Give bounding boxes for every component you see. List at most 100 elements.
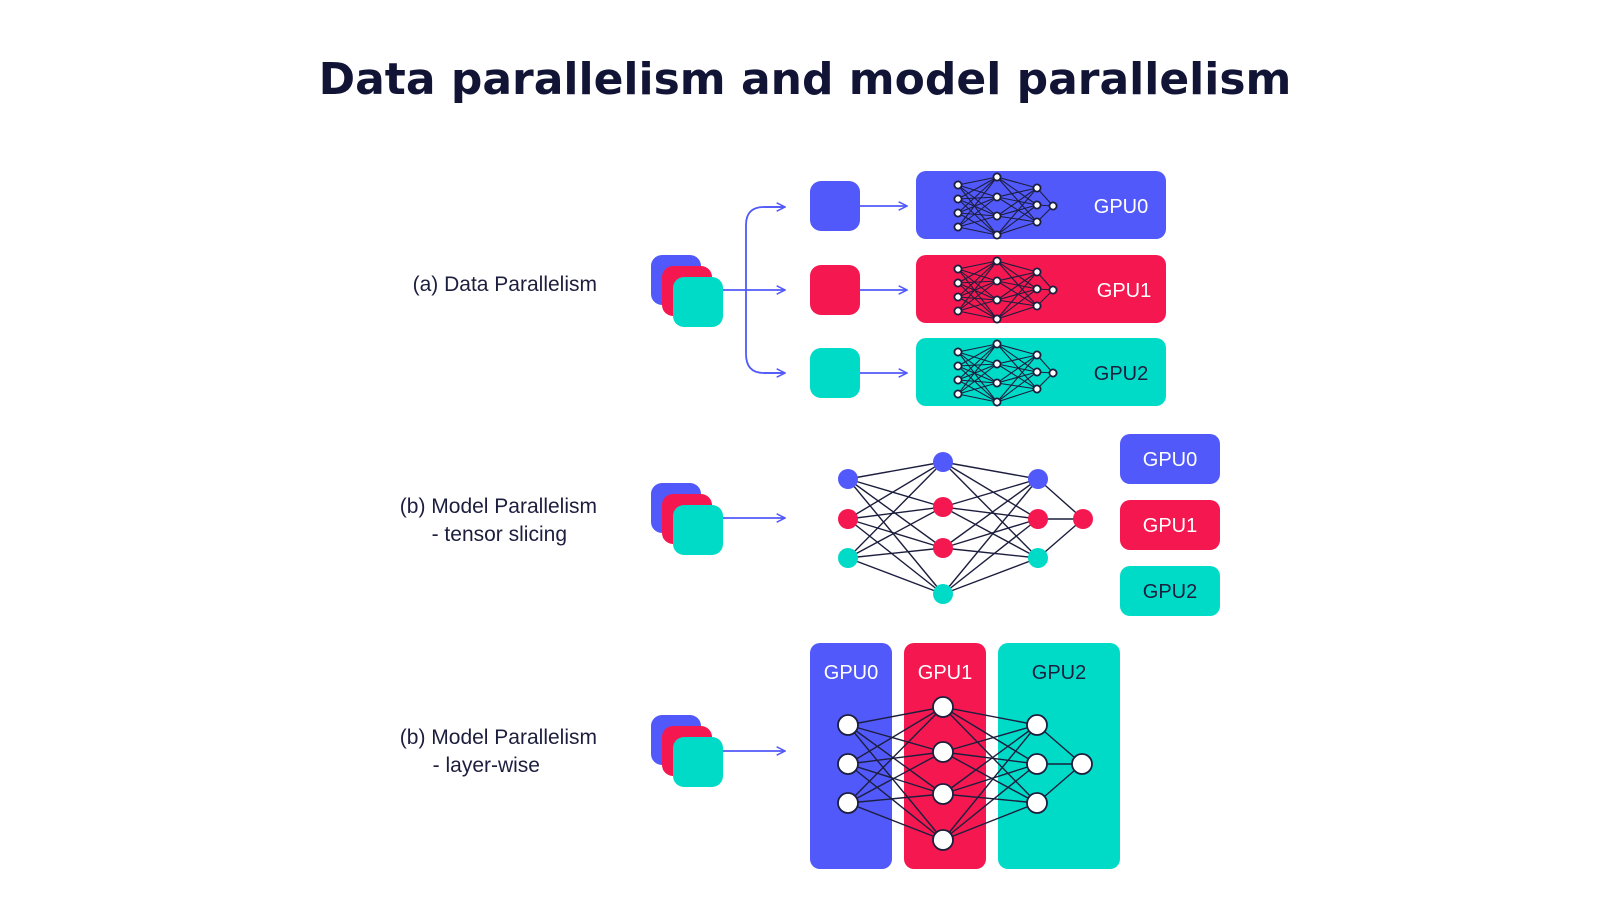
network-edge [942, 518, 1039, 549]
network-edge [996, 299, 1038, 307]
network-node [933, 452, 953, 472]
network-node [932, 783, 954, 805]
network-edge [996, 280, 1038, 290]
network-edge [996, 288, 1038, 301]
network-node [992, 378, 1002, 388]
network-node [1032, 350, 1042, 360]
network-edge [957, 379, 998, 403]
network-edge [847, 802, 944, 841]
network-node [1026, 792, 1048, 814]
network-edge [847, 751, 944, 804]
network-node [1032, 301, 1042, 311]
layer-gpu0-label: GPU0 [824, 662, 878, 684]
network-edge [942, 751, 1038, 804]
network-edge [996, 204, 1038, 236]
network-edge [957, 198, 998, 236]
network-edge [942, 724, 1038, 841]
network-edge [847, 724, 944, 841]
network-edge [847, 724, 944, 795]
network-edge [957, 299, 998, 312]
network-edge [957, 176, 998, 186]
network-node [953, 292, 963, 302]
network-node [1026, 753, 1048, 775]
network-edge [957, 260, 998, 298]
network-edge [957, 268, 998, 282]
network-edge [957, 184, 998, 236]
network-node [1032, 217, 1042, 227]
network-node [992, 295, 1002, 305]
network-node [1032, 267, 1042, 277]
network-edge [942, 518, 1039, 595]
network-node [933, 497, 953, 517]
network-edge [996, 371, 1038, 384]
network-edge [942, 547, 1039, 559]
network-node [953, 389, 963, 399]
network-edge [996, 215, 1038, 223]
network-edge [957, 343, 998, 367]
data-stack-icon [651, 483, 723, 555]
network-node [1032, 367, 1042, 377]
network-node [953, 180, 963, 190]
network-edge [957, 198, 998, 217]
network-edge [957, 365, 998, 403]
network-edge [847, 557, 944, 595]
network-edge [996, 280, 1038, 307]
network-edge [942, 751, 1038, 765]
network-edge [942, 724, 1038, 795]
network-edge [957, 343, 998, 395]
network-node [838, 469, 858, 489]
tensor-slicing-label-line2: - tensor slicing [432, 523, 567, 546]
network-edge [847, 478, 944, 595]
network-node [992, 230, 1002, 240]
network-edge [957, 196, 998, 200]
network-edge [847, 547, 944, 559]
network-edge [847, 763, 944, 841]
network-edge [957, 282, 998, 301]
network-edge [957, 196, 998, 214]
network-edge [942, 506, 1039, 559]
network-node [992, 314, 1002, 324]
network-edge [957, 343, 998, 381]
network-edge [942, 461, 1039, 520]
network-node [992, 256, 1002, 266]
network-edge [942, 763, 1038, 841]
network-edge [1037, 478, 1084, 520]
network-node [992, 192, 1002, 202]
network-edge [996, 260, 1038, 273]
split-arrows [723, 207, 785, 373]
network-edge [847, 706, 944, 765]
layer-wise-label-line1: (b) Model Parallelism [400, 726, 597, 749]
network-node [992, 397, 1002, 407]
network-edge [996, 204, 1038, 217]
shard-arrows [860, 206, 907, 373]
network-node [953, 278, 963, 288]
network-edge [957, 280, 998, 284]
network-node [1028, 548, 1048, 568]
network-edge [957, 176, 998, 228]
network-edge [996, 176, 1038, 189]
tensor-slicing-label-line1: (b) Model Parallelism [400, 495, 597, 518]
network-node [1032, 183, 1042, 193]
network-edge [957, 363, 998, 381]
network-edge [942, 478, 1039, 595]
network-node [837, 753, 859, 775]
network-edge [957, 310, 998, 320]
network-edge [957, 296, 998, 301]
network-edge [957, 363, 998, 367]
network-edge [847, 518, 944, 595]
network-edge [847, 461, 944, 520]
network-node [1048, 368, 1058, 378]
layer-gpu2-label: GPU2 [1032, 662, 1086, 684]
network-edge [996, 371, 1038, 403]
network-node [1073, 509, 1093, 529]
network-node [933, 538, 953, 558]
network-edge [996, 305, 1038, 320]
tensor-gpu0-label: GPU0 [1143, 449, 1197, 471]
network-node [953, 361, 963, 371]
network-node [1026, 714, 1048, 736]
network-node [1048, 285, 1058, 295]
network-node [992, 211, 1002, 221]
network-node [1028, 509, 1048, 529]
tensor-gpu2-label: GPU2 [1143, 581, 1197, 603]
network-edge [996, 288, 1038, 320]
